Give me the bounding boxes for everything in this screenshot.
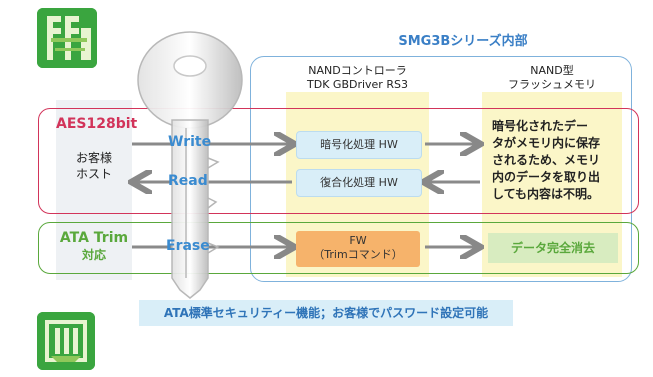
key-icon: [137, 31, 243, 299]
note-line-2: タがメモリ内に保存: [492, 136, 601, 150]
memory-header: NAND型 フラッシュメモリ: [472, 64, 632, 92]
encrypt-box: 暗号化処理 HW: [296, 131, 422, 159]
top-logo: [37, 8, 97, 68]
trim-label: ATA Trim 対応: [48, 230, 140, 264]
host-label-line2: ホスト: [75, 167, 112, 181]
series-title: SMG3Bシリーズ内部: [398, 34, 528, 49]
note-line-3: されるため、メモリ: [492, 153, 601, 167]
aes-label: AES128bit: [56, 116, 138, 132]
trim-row-frame: [38, 222, 639, 274]
host-label-line1: お客様: [75, 151, 112, 165]
trim-label-line2: 対応: [81, 248, 106, 262]
host-panel: [56, 100, 132, 280]
footer-banner: ATA標準セキュリティー機能；お客様でパスワード設定可能: [139, 300, 513, 326]
memory-note: 暗号化されたデー タがメモリ内に保存 されるため、メモリ 内のデータを取り出 し…: [492, 118, 624, 203]
controller-header-line1: NANDコントローラ: [308, 64, 407, 77]
decrypt-box: 復合化処理 HW: [296, 169, 422, 197]
host-label: お客様 ホスト: [56, 150, 132, 182]
memory-header-line1: NAND型: [530, 64, 574, 77]
erase-complete-box: データ完全消去: [488, 233, 618, 263]
controller-header-line2: TDK GBDriver RS3: [307, 78, 408, 91]
fw-box-line2: （Trimコマンド）: [313, 248, 403, 261]
aes-row-frame: [38, 108, 639, 214]
note-line-4: 内のデータを取り出: [492, 170, 601, 184]
controller-header: NANDコントローラ TDK GBDriver RS3: [276, 64, 439, 92]
fw-box-line1: FW: [349, 234, 367, 247]
memory-header-line2: フラッシュメモリ: [508, 78, 596, 91]
fw-box: FW （Trimコマンド）: [296, 231, 420, 267]
trim-label-line1: ATA Trim: [59, 230, 129, 246]
note-line-5: しても内容は不明。: [492, 187, 600, 201]
note-line-1: 暗号化されたデー: [492, 119, 589, 133]
bottom-logo: [37, 312, 95, 370]
read-label: Read: [168, 173, 208, 189]
write-label: Write: [168, 134, 212, 150]
series-frame: [250, 56, 632, 282]
erase-label: Erase: [166, 238, 210, 254]
